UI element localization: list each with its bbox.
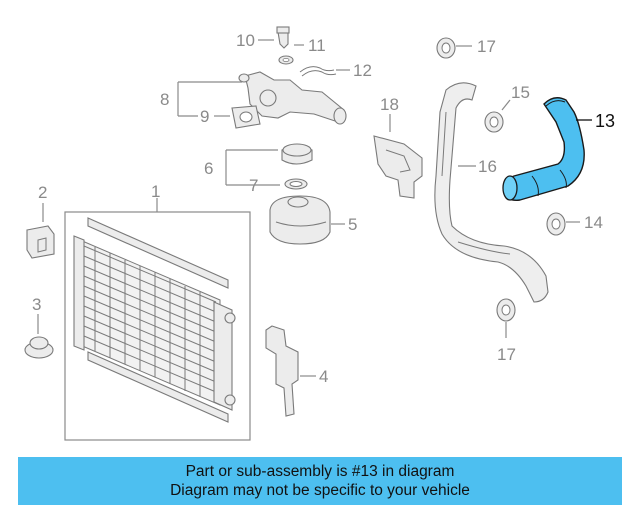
- reservoir-cap: [281, 143, 313, 165]
- callout-16: 16: [478, 157, 497, 176]
- upper-radiator-hose-highlighted[interactable]: [502, 97, 585, 201]
- hose-clamp-upper-17: 17: [436, 37, 496, 59]
- lower-radiator-hose: 16: [434, 82, 549, 303]
- callout-5: 5: [348, 215, 357, 234]
- callout-9: 9: [200, 107, 209, 126]
- callout-10: 10: [236, 31, 255, 50]
- radiator-mount-lower: 3: [24, 295, 54, 359]
- banner-line-1: Part or sub-assembly is #13 in diagram: [185, 463, 455, 480]
- callout-14: 14: [584, 213, 603, 232]
- hose-clamp-14: 14: [546, 212, 603, 236]
- callout-11: 11: [308, 36, 326, 55]
- callout-3: 3: [32, 295, 41, 314]
- radiator-assembly: 1: [64, 182, 251, 441]
- parts-diagram: 1 2 3 4 5 6 7: [24, 26, 615, 441]
- hose-bracket: 18: [373, 95, 423, 199]
- callout-2: 2: [38, 183, 47, 202]
- temperature-sensor: 10: [236, 26, 290, 50]
- callout-12: 12: [353, 61, 372, 80]
- callout-17-bottom: 17: [497, 345, 516, 364]
- callout-18: 18: [380, 95, 399, 114]
- thermostat-housing: 8: [160, 71, 347, 125]
- housing-gasket: 9: [200, 105, 261, 129]
- callout-15: 15: [511, 83, 530, 102]
- callout-7: 7: [249, 176, 258, 195]
- banner-line-2: Diagram may not be specific to your vehi…: [170, 482, 470, 499]
- callout-1: 1: [151, 182, 160, 201]
- hose-clamp-15: 15: [484, 83, 530, 133]
- info-banner: Part or sub-assembly is #13 in diagram D…: [18, 457, 622, 505]
- callout-13: 13: [595, 111, 615, 131]
- hose-clamp-lower-17: 17: [496, 298, 516, 364]
- radiator-mount-upper: 2: [26, 183, 55, 259]
- retaining-clip: 12: [299, 61, 372, 80]
- callout-8: 8: [160, 90, 169, 109]
- o-ring: 11: [278, 36, 326, 65]
- coolant-reservoir: 5: [269, 195, 357, 245]
- callout-4: 4: [319, 367, 328, 386]
- cap-seal: [284, 178, 308, 190]
- callout-6: 6: [204, 159, 213, 178]
- bracket: 4: [265, 325, 328, 417]
- callout-17-top: 17: [477, 37, 496, 56]
